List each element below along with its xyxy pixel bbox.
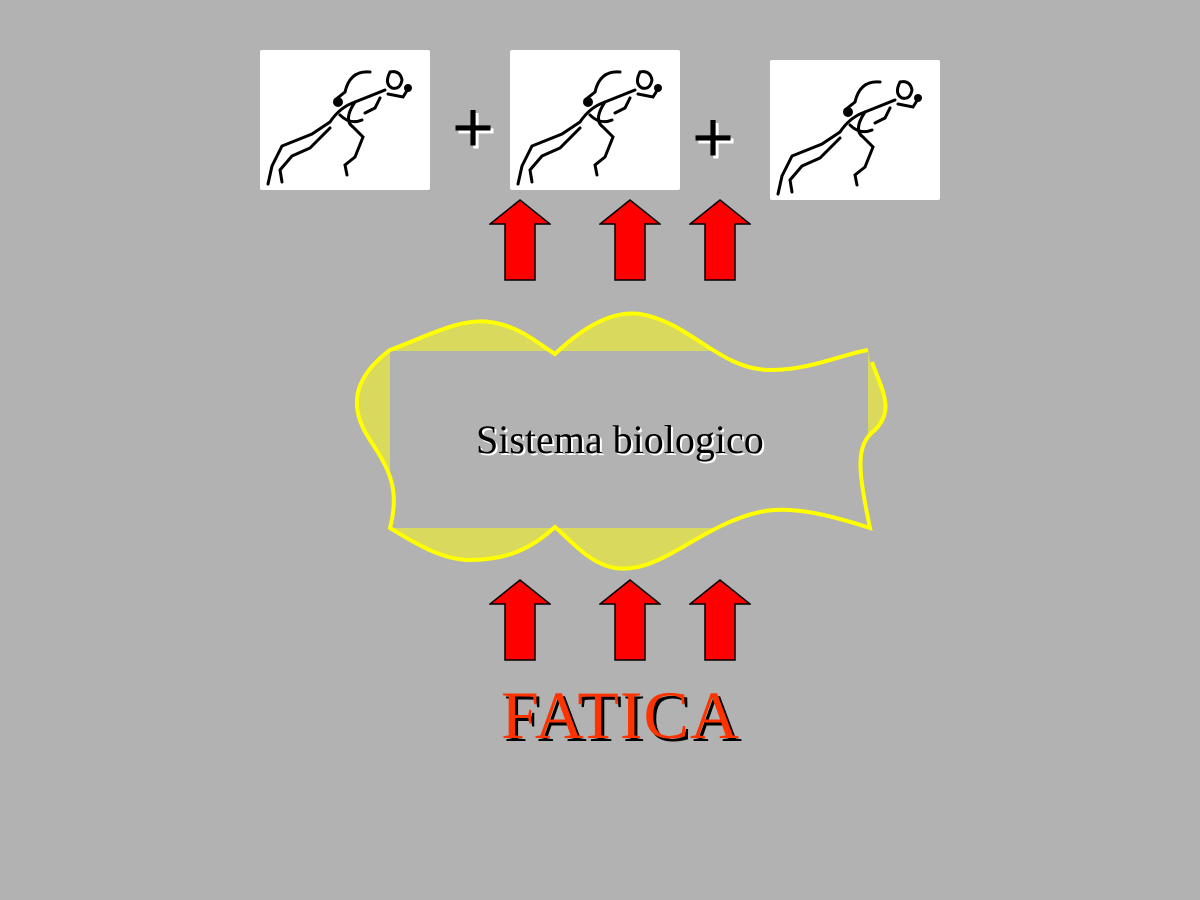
inner-rect	[390, 351, 868, 528]
up-arrow-icon	[599, 579, 661, 661]
runner-image-2	[510, 50, 680, 190]
fatigue-label: FATICA	[501, 677, 740, 753]
system-label: Sistema biologico	[476, 417, 764, 462]
runner-image-3	[770, 60, 940, 200]
up-arrow-icon	[689, 579, 751, 661]
up-arrow-icon	[489, 579, 551, 661]
plus-sign-2: +	[692, 98, 735, 178]
runner-image-1	[260, 50, 430, 190]
plus-sign-1: +	[452, 88, 495, 168]
wavy-outline	[355, 311, 888, 571]
